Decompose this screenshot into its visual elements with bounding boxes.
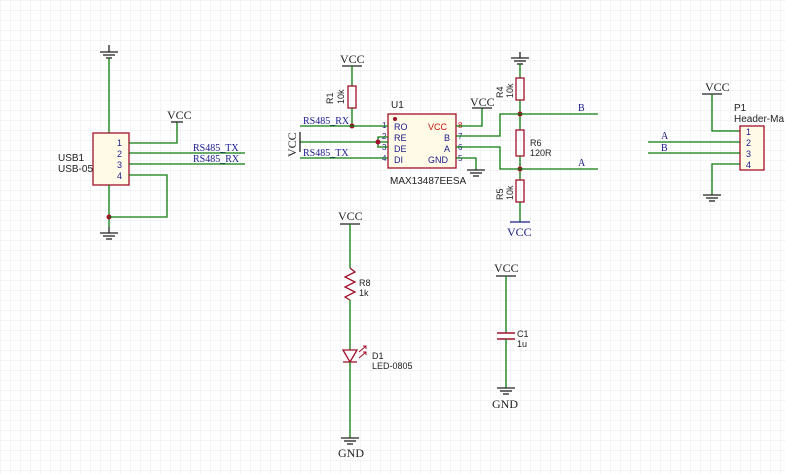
c1-capacitor[interactable]: VCC C1 1u GND <box>492 261 529 411</box>
a-net-label: A <box>578 158 586 169</box>
u1-body <box>387 113 457 169</box>
c1-ground-icon <box>497 387 515 395</box>
u1-vcc-right-label: VCC <box>470 95 495 109</box>
u1-pin-ro-name: RO <box>394 122 408 132</box>
p1-designator: P1 <box>734 103 747 114</box>
r8-value: 1k <box>359 288 369 298</box>
c1-gnd-label: GND <box>492 397 518 411</box>
u1-pin-b-name: B <box>444 133 450 143</box>
usb1-pin4-wire <box>109 174 168 218</box>
p1-pin-2: 2 <box>746 138 751 148</box>
r5-vcc-label: VCC <box>507 225 532 239</box>
p1-ground-icon <box>703 194 721 202</box>
b-net-label: B <box>578 103 585 114</box>
u1-pin-de-name: DE <box>394 144 407 154</box>
d1-light-icon <box>358 345 367 359</box>
u1-vcc-left-label: VCC <box>285 132 299 157</box>
u1-re-de-junction <box>375 139 381 145</box>
u1-vcc-right-wire <box>456 108 483 127</box>
u1-part: MAX13487EESA <box>390 176 466 187</box>
r1-resistor[interactable]: VCC R1 10k <box>325 52 365 129</box>
bias-network[interactable]: R4 10k B R6 120R A R5 10k VCC <box>456 52 598 239</box>
r1-designator: R1 <box>325 92 335 104</box>
d1-body <box>341 349 359 364</box>
c1-value: 1u <box>517 339 527 349</box>
usb1-ground-top-icon <box>100 45 118 59</box>
r8-body <box>343 267 357 301</box>
usb1-pin-4: 4 <box>117 171 122 181</box>
led-ground-icon <box>341 437 359 445</box>
led-indicator[interactable]: VCC R8 1k D1 LED-0805 GND <box>338 209 413 460</box>
usb1-vcc-wire <box>129 122 178 144</box>
r4-designator: R4 <box>495 86 505 98</box>
p1-pin-3: 3 <box>746 149 751 159</box>
c1-vcc-label: VCC <box>494 261 519 275</box>
u1-pin-di-name: DI <box>394 155 403 165</box>
u1-pin-re-name: RE <box>394 133 407 143</box>
u1-pin-a-name: A <box>444 144 450 154</box>
usb1-pin-3: 3 <box>117 160 122 170</box>
p1-gnd-wire <box>711 163 740 195</box>
r1-value: 10k <box>336 89 346 104</box>
d1-designator: D1 <box>372 351 384 361</box>
a-net-wire <box>456 146 598 170</box>
r4-value: 10k <box>505 83 515 98</box>
usb1-pin-1: 1 <box>117 138 122 148</box>
p1-body <box>739 125 765 171</box>
d1-part: LED-0805 <box>372 361 413 371</box>
led-vcc-label: VCC <box>338 209 363 223</box>
u1-pin1-dot <box>393 117 397 121</box>
usb1-ground-bottom-icon <box>100 227 118 240</box>
u1-designator: U1 <box>391 100 404 111</box>
p1-vcc-label: VCC <box>705 80 730 94</box>
u1-rx-label: RS485_RX <box>303 116 350 127</box>
usb1-rx-label: RS485_RX <box>193 154 240 165</box>
r4-ground-icon <box>511 52 529 65</box>
p1-part: Header-Ma <box>734 114 784 125</box>
usb1-part: USB-05 <box>58 164 93 175</box>
r8-designator: R8 <box>359 278 371 288</box>
usb1-connector[interactable]: 1 2 3 4 USB1 USB-05 VCC RS485_TX RS485_R… <box>58 45 245 240</box>
usb1-tx-label: RS485_TX <box>193 143 239 154</box>
p1-b-label: B <box>661 143 668 154</box>
led-gnd-label: GND <box>338 446 364 460</box>
r5-designator: R5 <box>495 188 505 200</box>
p1-vcc-wire <box>711 94 740 132</box>
p1-a-label: A <box>661 131 669 142</box>
b-net-wire <box>456 113 598 137</box>
u1-tx-label: RS485_TX <box>303 148 349 159</box>
u1-gnd-wire <box>456 157 477 170</box>
u1-ground-icon <box>467 169 485 177</box>
c1-designator: C1 <box>517 329 529 339</box>
r5-value: 10k <box>505 185 515 200</box>
r1-vcc-label: VCC <box>340 52 365 66</box>
p1-pin-4: 4 <box>746 160 751 170</box>
usb1-pin-2: 2 <box>117 149 122 159</box>
usb1-body <box>92 132 130 186</box>
u1-pin-gnd-name: GND <box>428 155 449 165</box>
u1-pin-vcc-name: VCC <box>428 122 448 132</box>
p1-pin-1: 1 <box>746 127 751 137</box>
p1-header[interactable]: VCC P1 Header-Ma 1 2 3 4 A B <box>648 80 784 202</box>
r6-value: 120R <box>530 148 552 158</box>
r6-designator: R6 <box>530 138 542 148</box>
usb1-designator: USB1 <box>58 153 85 164</box>
usb1-vcc-label: VCC <box>167 108 192 122</box>
